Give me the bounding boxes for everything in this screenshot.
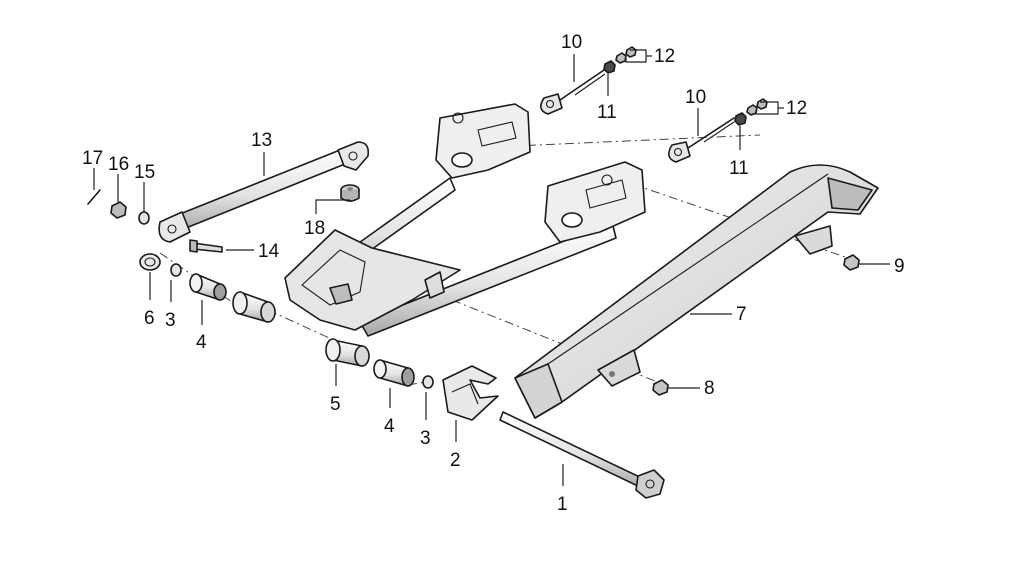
- leader-lines: [93, 49, 890, 486]
- part-2-bracket: [442, 365, 499, 421]
- part-4-bushings: [189, 273, 415, 387]
- callout-15: 15: [134, 162, 155, 183]
- callout-labels: 1 2 3 3 4 4 5 6 7 8 9 10 10 11 11 12 12 …: [82, 32, 905, 515]
- callout-2: 2: [450, 450, 461, 471]
- part-18-bump-stop: [340, 184, 360, 202]
- part-13-tie-rod: [158, 141, 370, 243]
- callout-7: 7: [736, 304, 747, 325]
- callout-4-left: 4: [196, 332, 207, 353]
- callout-10-left: 10: [561, 32, 582, 53]
- part-16-castle-nut: [110, 201, 127, 219]
- part-1-pivot-bolt: [499, 411, 665, 499]
- callout-9: 9: [894, 256, 905, 277]
- callout-14: 14: [258, 241, 280, 262]
- part-8-nut: [652, 379, 669, 396]
- part-5-pivot-collars: [232, 291, 370, 367]
- part-7-chain-guard: [514, 164, 879, 419]
- callout-11-right: 11: [729, 158, 749, 179]
- callout-6: 6: [144, 308, 155, 329]
- callout-3-right: 3: [420, 428, 431, 449]
- callout-11-left: 11: [597, 102, 617, 123]
- part-9-nut: [843, 254, 860, 271]
- part-6-cap: [139, 253, 161, 271]
- callout-4-right: 4: [384, 416, 395, 437]
- part-11-adjuster-nuts: [603, 60, 747, 126]
- part-15-washer: [138, 211, 150, 225]
- callout-3-left: 3: [165, 310, 176, 331]
- part-10-chain-adjuster-right: [668, 117, 735, 163]
- callout-8: 8: [704, 378, 715, 399]
- swingarm-frame: [284, 103, 646, 337]
- callout-16: 16: [108, 154, 129, 175]
- callout-17: 17: [82, 148, 103, 169]
- callout-1: 1: [557, 494, 568, 515]
- callout-12-right: 12: [786, 98, 807, 119]
- part-3-washers: [170, 263, 434, 389]
- part-10-chain-adjuster-left: [540, 69, 606, 115]
- callout-5: 5: [330, 394, 341, 415]
- callout-13: 13: [251, 130, 272, 151]
- part-14-bolt: [189, 239, 223, 253]
- part-17-cotter-pin: [87, 189, 101, 205]
- callout-18: 18: [304, 218, 325, 239]
- callout-10-right: 10: [685, 87, 706, 108]
- callout-12-left: 12: [654, 46, 675, 67]
